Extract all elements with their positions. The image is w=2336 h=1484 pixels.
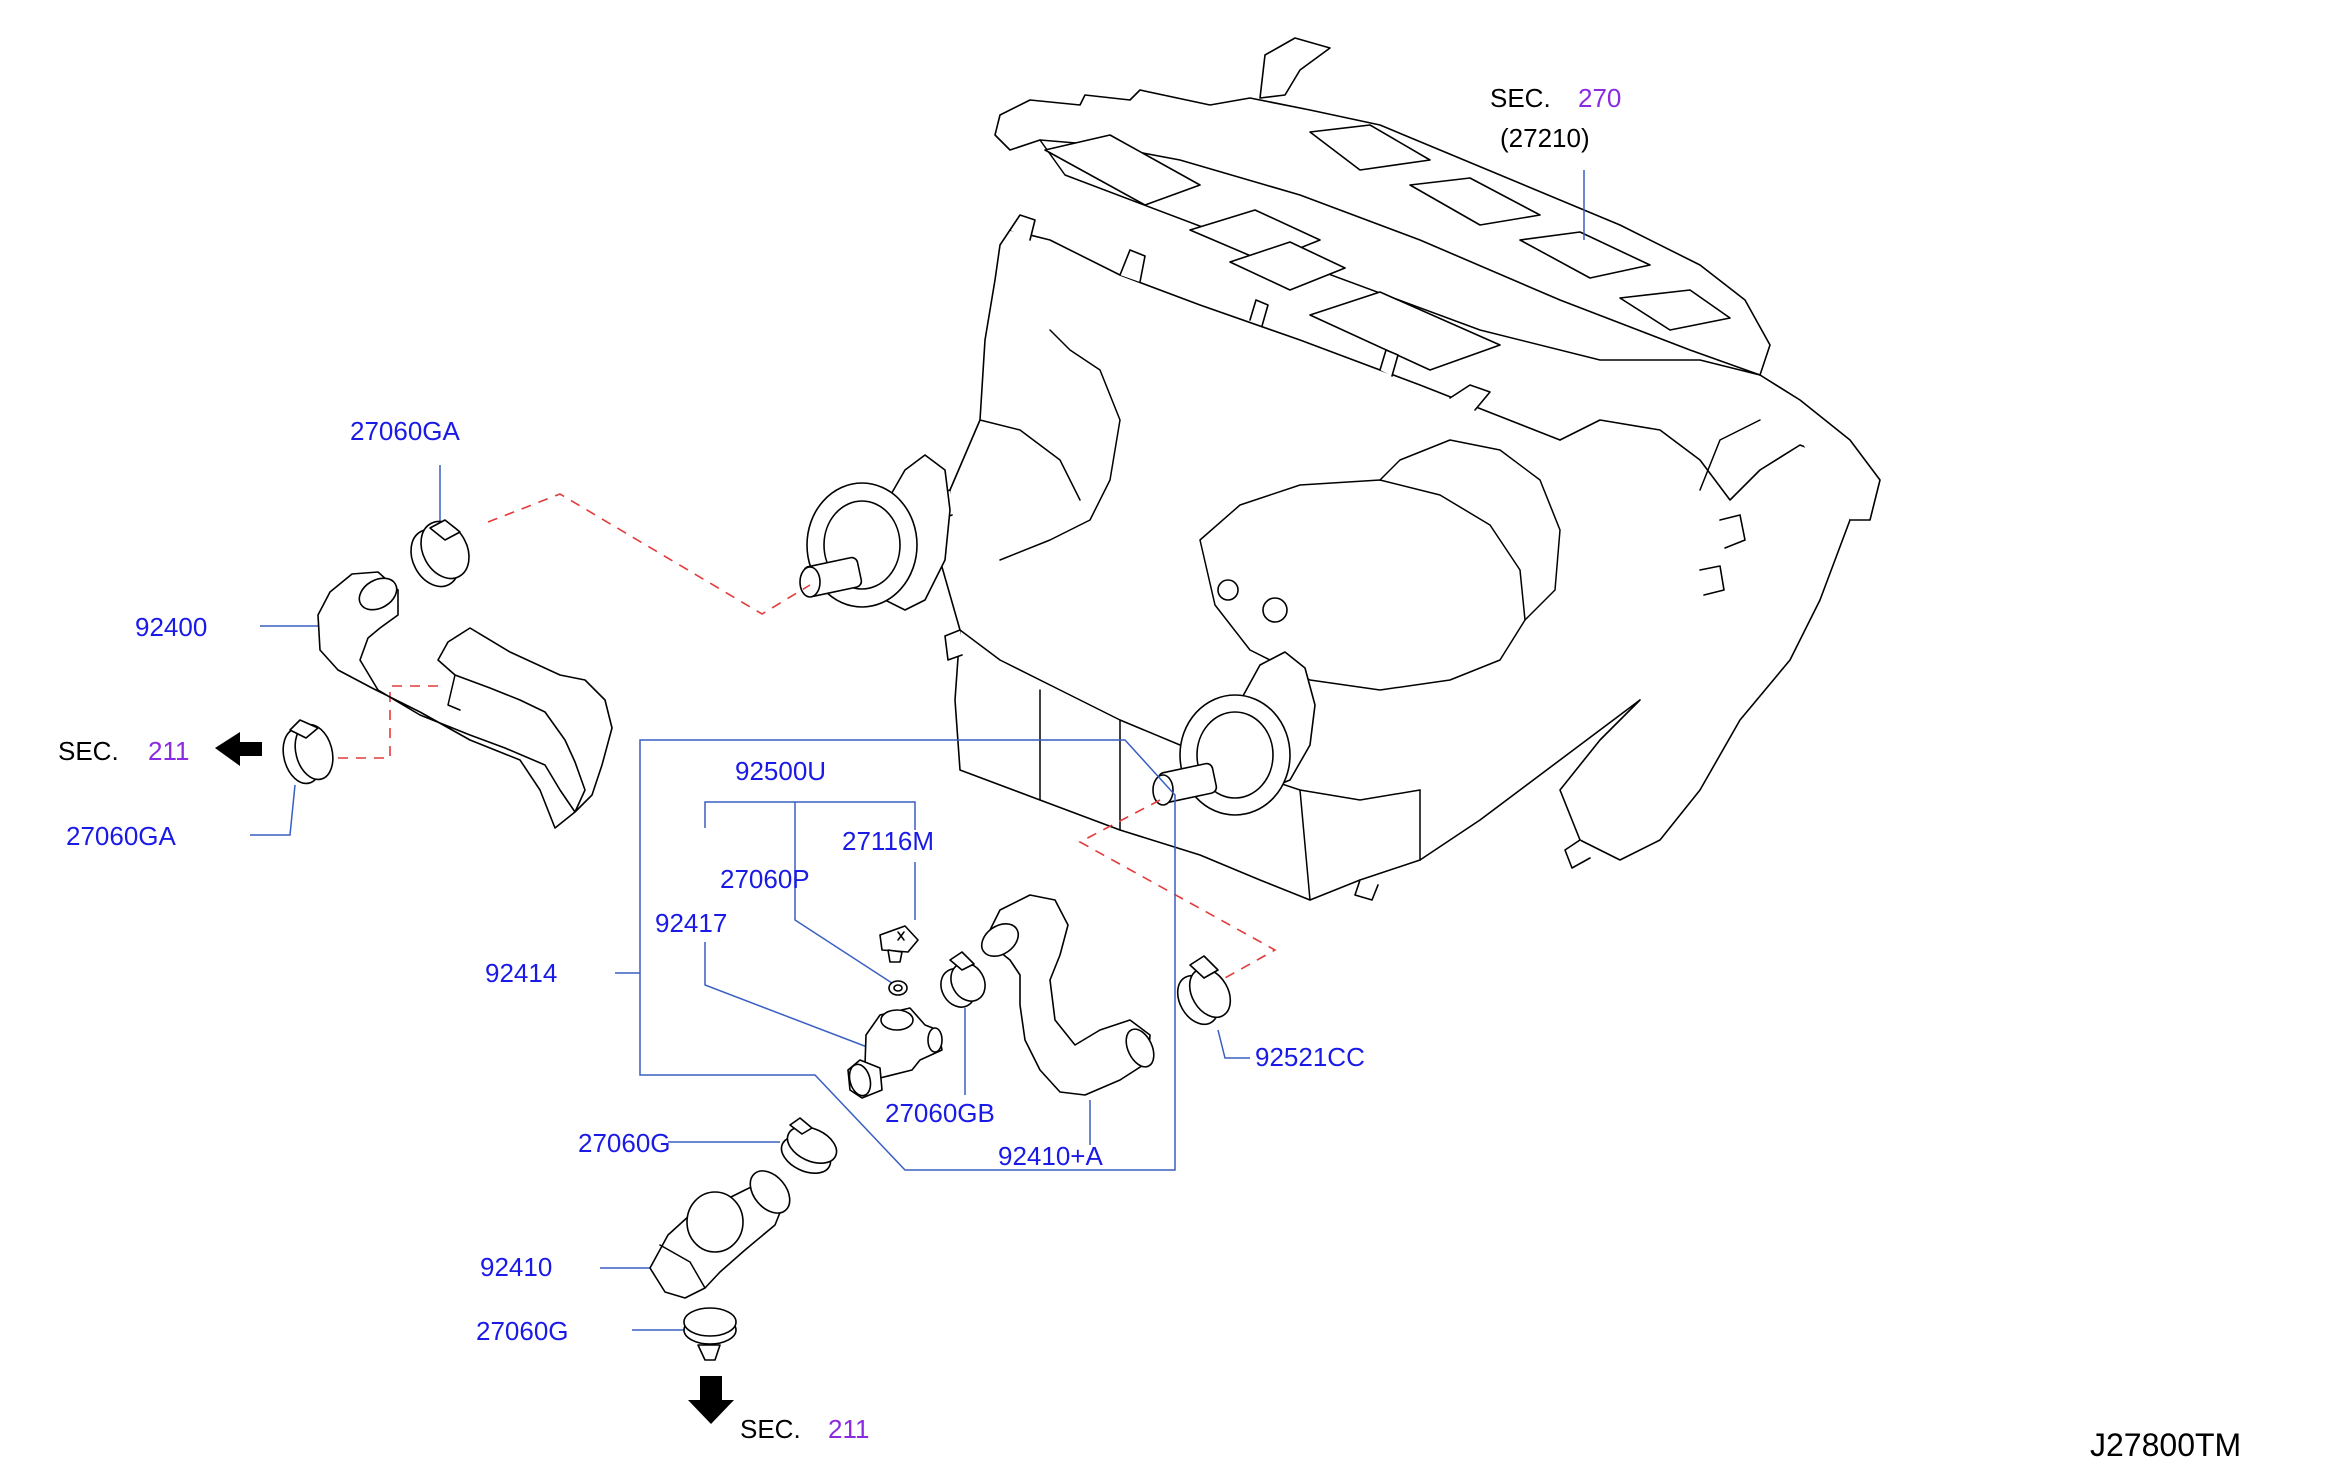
- sec-270-link[interactable]: 270: [1578, 83, 1621, 113]
- label-clamp-gb[interactable]: 27060GB: [885, 1098, 995, 1128]
- heater-outlet-upper[interactable]: [799, 454, 951, 611]
- arrow-down-icon: [688, 1376, 734, 1424]
- label-oring[interactable]: 27060P: [720, 864, 810, 894]
- label-hose-lower[interactable]: 92410: [480, 1252, 552, 1282]
- sec-211-left-prefix: SEC.: [58, 736, 119, 766]
- label-kit[interactable]: 92500U: [735, 756, 826, 786]
- clamp-upper[interactable]: [401, 513, 478, 595]
- oring-27060p[interactable]: [888, 980, 908, 996]
- label-hose-upper[interactable]: 92400: [135, 612, 207, 642]
- clamp-27060g-upper[interactable]: [776, 1117, 843, 1180]
- label-hose-a[interactable]: 92410+A: [998, 1141, 1103, 1171]
- label-group-bracket[interactable]: 92414: [485, 958, 557, 988]
- label-clamp-upper[interactable]: 27060GA: [350, 416, 461, 446]
- sec-270-prefix: SEC.: [1490, 83, 1551, 113]
- diagram-code: J27800TM: [2090, 1427, 2241, 1463]
- label-clamp-left[interactable]: 27060GA: [66, 821, 177, 851]
- hose-92410-a[interactable]: [976, 894, 1160, 1096]
- label-clamp-g-lower[interactable]: 27060G: [476, 1316, 569, 1346]
- label-joint[interactable]: 92417: [655, 908, 727, 938]
- connection-left-hose: [332, 685, 438, 759]
- connection-lower-outlet: [1078, 799, 1277, 979]
- joint-92417[interactable]: [846, 1007, 943, 1099]
- sec-211-bottom-prefix: SEC.: [740, 1414, 801, 1444]
- hose-upper[interactable]: [317, 571, 613, 829]
- label-plug[interactable]: 27116M: [842, 826, 934, 856]
- clamp-left[interactable]: [277, 719, 338, 788]
- heater-outlet-lower[interactable]: [1152, 651, 1316, 816]
- sec-211-left-link[interactable]: 211: [148, 736, 189, 766]
- connection-upper-outlet: [487, 493, 811, 615]
- heater-unit-drawing[interactable]: [934, 37, 1881, 901]
- hose-92410[interactable]: [649, 1163, 798, 1299]
- sec-270-subref: (27210): [1500, 123, 1590, 153]
- plug-27116m[interactable]: [879, 925, 919, 963]
- arrow-left-icon: [215, 732, 262, 766]
- label-clamp-g-upper[interactable]: 27060G: [578, 1128, 671, 1158]
- clamp-92521cc[interactable]: [1169, 955, 1238, 1032]
- sec-211-bottom-link[interactable]: 211: [828, 1414, 869, 1444]
- clamp-27060g-lower[interactable]: [683, 1307, 737, 1361]
- clamp-27060gb[interactable]: [934, 951, 992, 1013]
- label-clamp-cc[interactable]: 92521CC: [1255, 1042, 1365, 1072]
- leader-lines: [250, 170, 1585, 1331]
